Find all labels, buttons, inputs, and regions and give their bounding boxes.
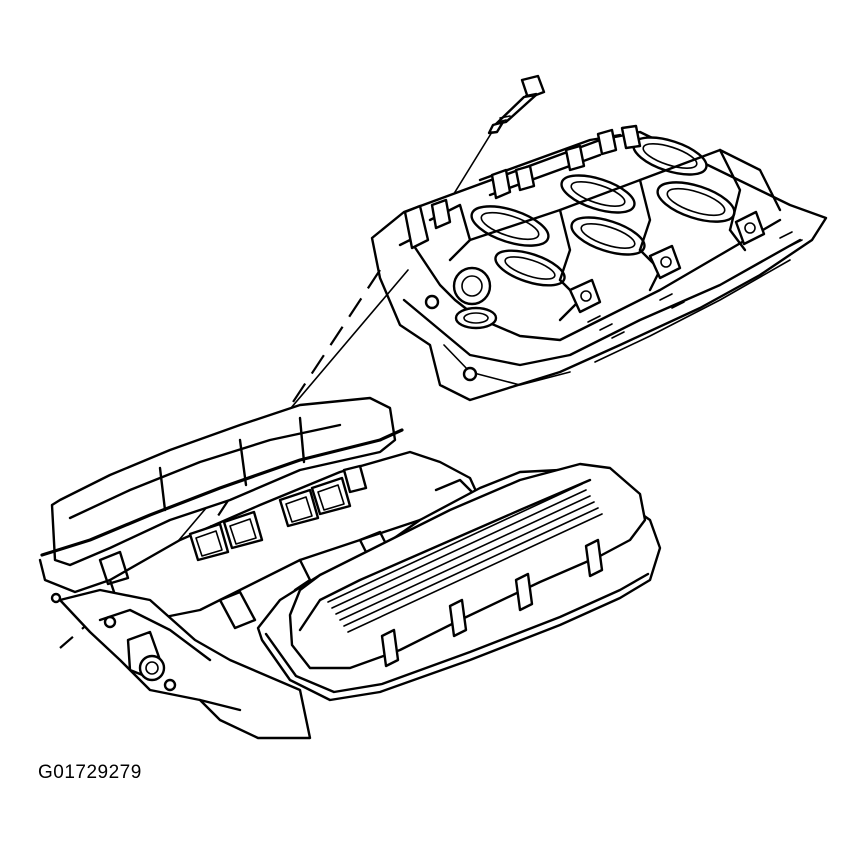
engine-block [38, 396, 482, 740]
valve-cover-right [256, 462, 662, 702]
manifold-bolt [487, 74, 546, 135]
figure-id-label: G01729279 [38, 762, 142, 783]
intake-port-row-left [188, 510, 264, 562]
intake-manifold [370, 124, 828, 402]
intake-port-row-right [278, 464, 368, 528]
